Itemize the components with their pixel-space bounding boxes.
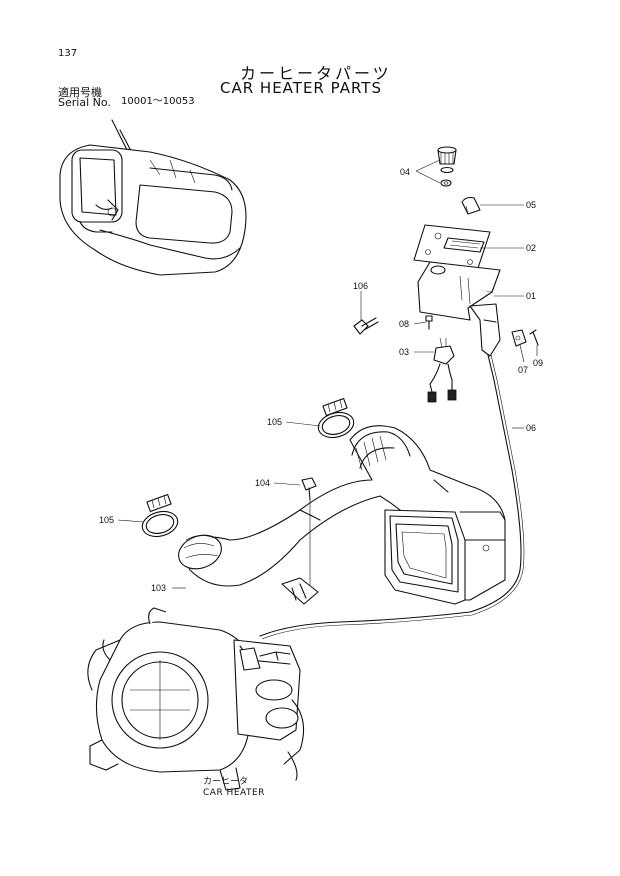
callout-01: 01 <box>526 291 536 301</box>
callout-02: 02 <box>526 243 536 253</box>
control-cable <box>259 354 525 640</box>
lever-knob <box>461 196 481 215</box>
hose-clamp-lower <box>141 493 179 538</box>
callout-06: 06 <box>526 423 536 433</box>
callout-08: 08 <box>399 319 409 329</box>
control-bracket <box>417 261 501 357</box>
control-panel-plate <box>413 224 491 269</box>
serial-range: 10001～10053 <box>121 96 195 107</box>
callout-106: 106 <box>353 281 368 291</box>
callout-105-upper: 105 <box>267 417 282 427</box>
heater-switch <box>427 337 457 403</box>
car-heater-unit <box>87 607 305 791</box>
screw-08 <box>425 315 433 330</box>
callout-07: 07 <box>518 365 528 375</box>
serial-label-japanese: 適用号機 <box>58 86 102 99</box>
serial-label: Serial No. <box>58 96 111 109</box>
hose-clamp-upper <box>317 397 355 439</box>
callout-05: 05 <box>526 200 536 210</box>
leader-lines <box>117 159 538 589</box>
page-title: CAR HEATER PARTS <box>220 79 382 97</box>
air-duct <box>178 425 506 605</box>
callout-103: 103 <box>151 583 166 593</box>
callout-09: 09 <box>533 358 543 368</box>
heater-caption-japanese: カーヒータ <box>203 777 249 787</box>
page-number: 137 <box>58 48 78 59</box>
callout-104: 104 <box>255 478 270 488</box>
callout-03: 03 <box>399 347 409 357</box>
bolt-106 <box>353 317 379 335</box>
callout-105-lower: 105 <box>99 515 114 525</box>
heater-caption: CAR HEATER <box>203 788 265 798</box>
heater-control-knob <box>437 146 457 187</box>
callout-04: 04 <box>400 167 410 177</box>
mounting-bolt-bracket <box>281 477 319 605</box>
cab-overview-illustration <box>59 119 247 276</box>
title-japanese: カーヒータパーツ <box>240 64 392 83</box>
cable-clip <box>511 329 539 347</box>
